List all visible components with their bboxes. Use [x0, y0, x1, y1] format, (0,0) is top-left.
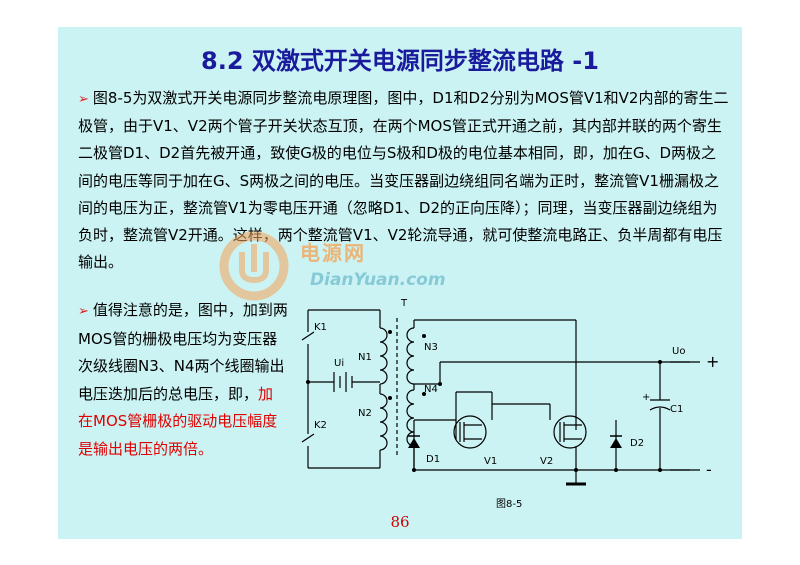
label-Ui: Ui: [334, 358, 344, 369]
label-V2: V2: [540, 456, 553, 467]
label-N3: N3: [424, 342, 438, 353]
label-K1: K1: [314, 322, 327, 333]
label-K2: K2: [314, 420, 327, 431]
paragraph-1: ➢图8-5为双激式开关电源同步整流电原理图，图中，D1和D2分别为MOS管V1和…: [78, 85, 730, 276]
bullet-icon: ➢: [78, 304, 89, 319]
label-D2: D2: [630, 438, 644, 449]
label-V1: V1: [484, 456, 497, 467]
paragraph-2-highlight: 加在MOS管栅极的驱动电压幅度是输出电压的两倍。: [78, 384, 278, 458]
label-N1: N1: [358, 352, 372, 363]
diode-d1-icon: [408, 438, 420, 448]
paragraph-2: ➢值得注意的是，图中，加到两MOS管的栅极电压均为变压器次级线圈N3、N4两个线…: [78, 297, 288, 463]
label-C1: C1: [670, 404, 683, 415]
watermark-en: DianYuan.com: [310, 270, 446, 290]
slide-title: 8.2 双激式开关电源同步整流电路 -1: [201, 47, 599, 75]
bullet-icon: ➢: [78, 92, 89, 107]
label-cap-plus: +: [642, 392, 650, 403]
slide: 8.2 双激式开关电源同步整流电路 -1 ➢图8-5为双激式开关电源同步整流电原…: [58, 27, 742, 539]
label-Uo: Uo: [672, 346, 685, 357]
label-N4: N4: [424, 384, 438, 395]
label-minus: -: [706, 460, 712, 479]
circuit-diagram: T K1 K2 Ui N1 N2 N3 N4 Uo + - + C1 D1 D2…: [301, 298, 719, 510]
label-D1: D1: [426, 454, 440, 465]
label-T: T: [400, 298, 408, 309]
watermark-cn: 电源网: [300, 241, 366, 265]
paragraph-1-text: 图8-5为双激式开关电源同步整流电原理图，图中，D1和D2分别为MOS管V1和V…: [78, 89, 729, 272]
watermark-logo-icon: [219, 231, 289, 301]
diode-d2-icon: [610, 438, 622, 448]
paragraph-2-text: 值得注意的是，图中，加到两MOS管的栅极电压均为变压器次级线圈N3、N4两个线圈…: [78, 301, 288, 403]
figure-caption: 图8-5: [496, 498, 522, 510]
label-N2: N2: [358, 408, 372, 419]
page-number: 86: [390, 513, 410, 531]
label-plus: +: [706, 352, 719, 371]
